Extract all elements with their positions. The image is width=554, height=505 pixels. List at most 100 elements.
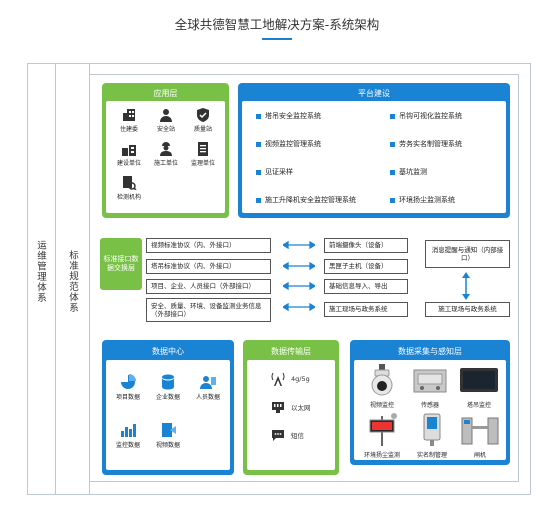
- app-item-builder: 建设单位: [112, 142, 146, 167]
- app-item-label: 检测机构: [116, 194, 141, 201]
- device-label: 环境扬尘监测: [363, 452, 400, 459]
- antenna-icon: [271, 372, 285, 386]
- data-center-title: 数据中心: [152, 347, 184, 356]
- platform-item: 施工升降机安全监控管理系统: [256, 195, 356, 205]
- bullet-icon: [390, 197, 395, 203]
- inspection-icon: [123, 176, 137, 190]
- users-icon: [200, 376, 216, 389]
- app-item-housing: 住建委: [112, 108, 146, 133]
- app-layer-title: 应用层: [153, 89, 178, 98]
- title-underline: [262, 38, 292, 40]
- chat-bubble-icon: [272, 430, 284, 441]
- data-item-label: 企业数据: [155, 394, 180, 401]
- platform-item-label: 基坑监测: [399, 168, 427, 176]
- bullet-icon: [390, 169, 395, 175]
- app-item-label: 监理单位: [190, 160, 215, 167]
- transport-panel: 数据传输层 4g/5g 以太网 短信: [243, 340, 339, 475]
- platform-title: 平台建设: [358, 89, 390, 98]
- data-item-label: 项目数据: [115, 394, 140, 401]
- video-file-icon: [162, 423, 176, 437]
- access-terminal-icon: [423, 413, 441, 446]
- platform-item: 视频监控管理系统: [256, 139, 321, 149]
- platform-panel: 平台建设 塔吊安全监控系统 吊钩可视化监控系统 视频监控管理系统 劳务实名制管理…: [238, 83, 510, 218]
- platform-item-label: 视频监控管理系统: [265, 140, 321, 148]
- turnstile-gate-icon: [461, 417, 499, 445]
- dome-camera-icon: [371, 364, 393, 396]
- device-gate: 闸机: [458, 412, 502, 459]
- std-right-box: 施工现场与政务系统: [324, 302, 408, 317]
- page-title: 全球共德智慧工地解决方案-系统架构: [174, 17, 380, 32]
- bullet-icon: [256, 197, 261, 203]
- building-icon: [123, 109, 135, 121]
- collection-panel: 数据采集与感知层 视频监控 传感器 塔吊监控 环境扬尘监测 实名制管理 闸机: [350, 340, 510, 465]
- platform-body: 塔吊安全监控系统 吊钩可视化监控系统 视频监控管理系统 劳务实名制管理系统 见证…: [242, 101, 506, 213]
- sensor-box-icon: [413, 369, 447, 393]
- ethernet-icon: [272, 402, 284, 413]
- bidirectional-arrows: [283, 240, 315, 312]
- bullet-icon: [390, 113, 395, 119]
- ops-system-label: 运维管理体系: [35, 240, 46, 303]
- pie-chart-icon: [121, 374, 136, 389]
- document-icon: [198, 142, 208, 156]
- platform-item: 基坑监测: [390, 167, 427, 177]
- app-layer-body: 住建委 安全站 质量站 建设单位 施工单位 监理单位 检测机构: [106, 101, 225, 213]
- app-item-testing: 检测机构: [112, 176, 146, 201]
- transport-item-label: 短信: [291, 432, 304, 440]
- data-item-label: 视频数据: [155, 442, 180, 449]
- device-label: 视频监控: [369, 402, 394, 409]
- data-item-enterprise: 企业数据: [150, 374, 186, 401]
- data-center-panel: 数据中心 项目数据 企业数据 人员数据 监控数据 视频数据: [102, 340, 234, 475]
- data-item-monitoring: 监控数据: [110, 422, 146, 449]
- shield-check-icon: [197, 108, 209, 122]
- bullet-icon: [256, 169, 261, 175]
- std-interface-label: 标准接口数据交换层: [100, 238, 142, 290]
- device-camera: 视频监控: [362, 364, 402, 409]
- std-left-box: 视频标准协议（内、外接口）: [146, 238, 271, 253]
- std-system-label: 标准规范体系: [67, 250, 78, 313]
- std-right-box: 基础信息导入、导出: [324, 279, 408, 294]
- device-tower-monitor: 塔吊监控: [458, 364, 500, 409]
- platform-item: 劳务实名制管理系统: [390, 139, 462, 149]
- platform-item-label: 塔吊安全监控系统: [265, 112, 321, 120]
- app-item-label: 施工单位: [153, 160, 178, 167]
- gov-system-box: 施工现场与政务系统: [425, 302, 510, 317]
- data-item-label: 人员数据: [195, 394, 220, 401]
- divider-1: [55, 63, 56, 495]
- data-center-body: 项目数据 企业数据 人员数据 监控数据 视频数据: [106, 360, 230, 470]
- vertical-arrow: [462, 272, 470, 300]
- device-label: 闸机: [473, 452, 486, 459]
- std-left-box: 安全、质量、环境、设备监测业务信息（外部接口）: [146, 298, 271, 322]
- transport-item-label: 4g/5g: [291, 375, 310, 383]
- transport-item-4g: 4g/5g: [271, 372, 310, 386]
- app-item-label: 质量站: [193, 126, 212, 133]
- app-item-safety: 安全站: [149, 108, 183, 133]
- crane-building-icon: [122, 145, 136, 156]
- device-dust: 环境扬尘监测: [358, 412, 406, 459]
- transport-item-ethernet: 以太网: [271, 400, 311, 414]
- device-sensor: 传感器: [410, 364, 450, 409]
- dust-monitor-icon: [369, 413, 397, 446]
- msg-notify-box: 消息提醒与通知（内部接口）: [425, 240, 510, 268]
- bullet-icon: [390, 141, 395, 147]
- transport-title: 数据传输层: [271, 347, 311, 356]
- platform-item: 吊钩可视化监控系统: [390, 111, 462, 121]
- bar-chart-icon: [121, 424, 136, 437]
- app-layer-panel: 应用层 住建委 安全站 质量站 建设单位 施工单位 监理单位 检测机构: [102, 83, 229, 218]
- platform-item-label: 吊钩可视化监控系统: [399, 112, 462, 120]
- platform-item: 环境扬尘监测系统: [390, 195, 455, 205]
- worker-icon: [160, 142, 172, 156]
- device-label: 传感器: [420, 402, 439, 409]
- collection-body: 视频监控 传感器 塔吊监控 环境扬尘监测 实名制管理 闸机: [354, 360, 506, 460]
- app-item-quality: 质量站: [186, 108, 220, 133]
- transport-item-sms: 短信: [271, 428, 304, 442]
- device-label: 实名制管理: [416, 452, 447, 459]
- transport-item-label: 以太网: [291, 404, 311, 412]
- data-item-personnel: 人员数据: [190, 374, 226, 401]
- device-label: 塔吊监控: [466, 402, 491, 409]
- bullet-icon: [256, 141, 261, 147]
- person-icon: [160, 109, 172, 122]
- std-left-box: 塔吊标准协议（内、外接口）: [146, 259, 271, 274]
- platform-item: 见证采样: [256, 167, 293, 177]
- app-item-construction: 施工单位: [149, 142, 183, 167]
- app-item-supervision: 监理单位: [186, 142, 220, 167]
